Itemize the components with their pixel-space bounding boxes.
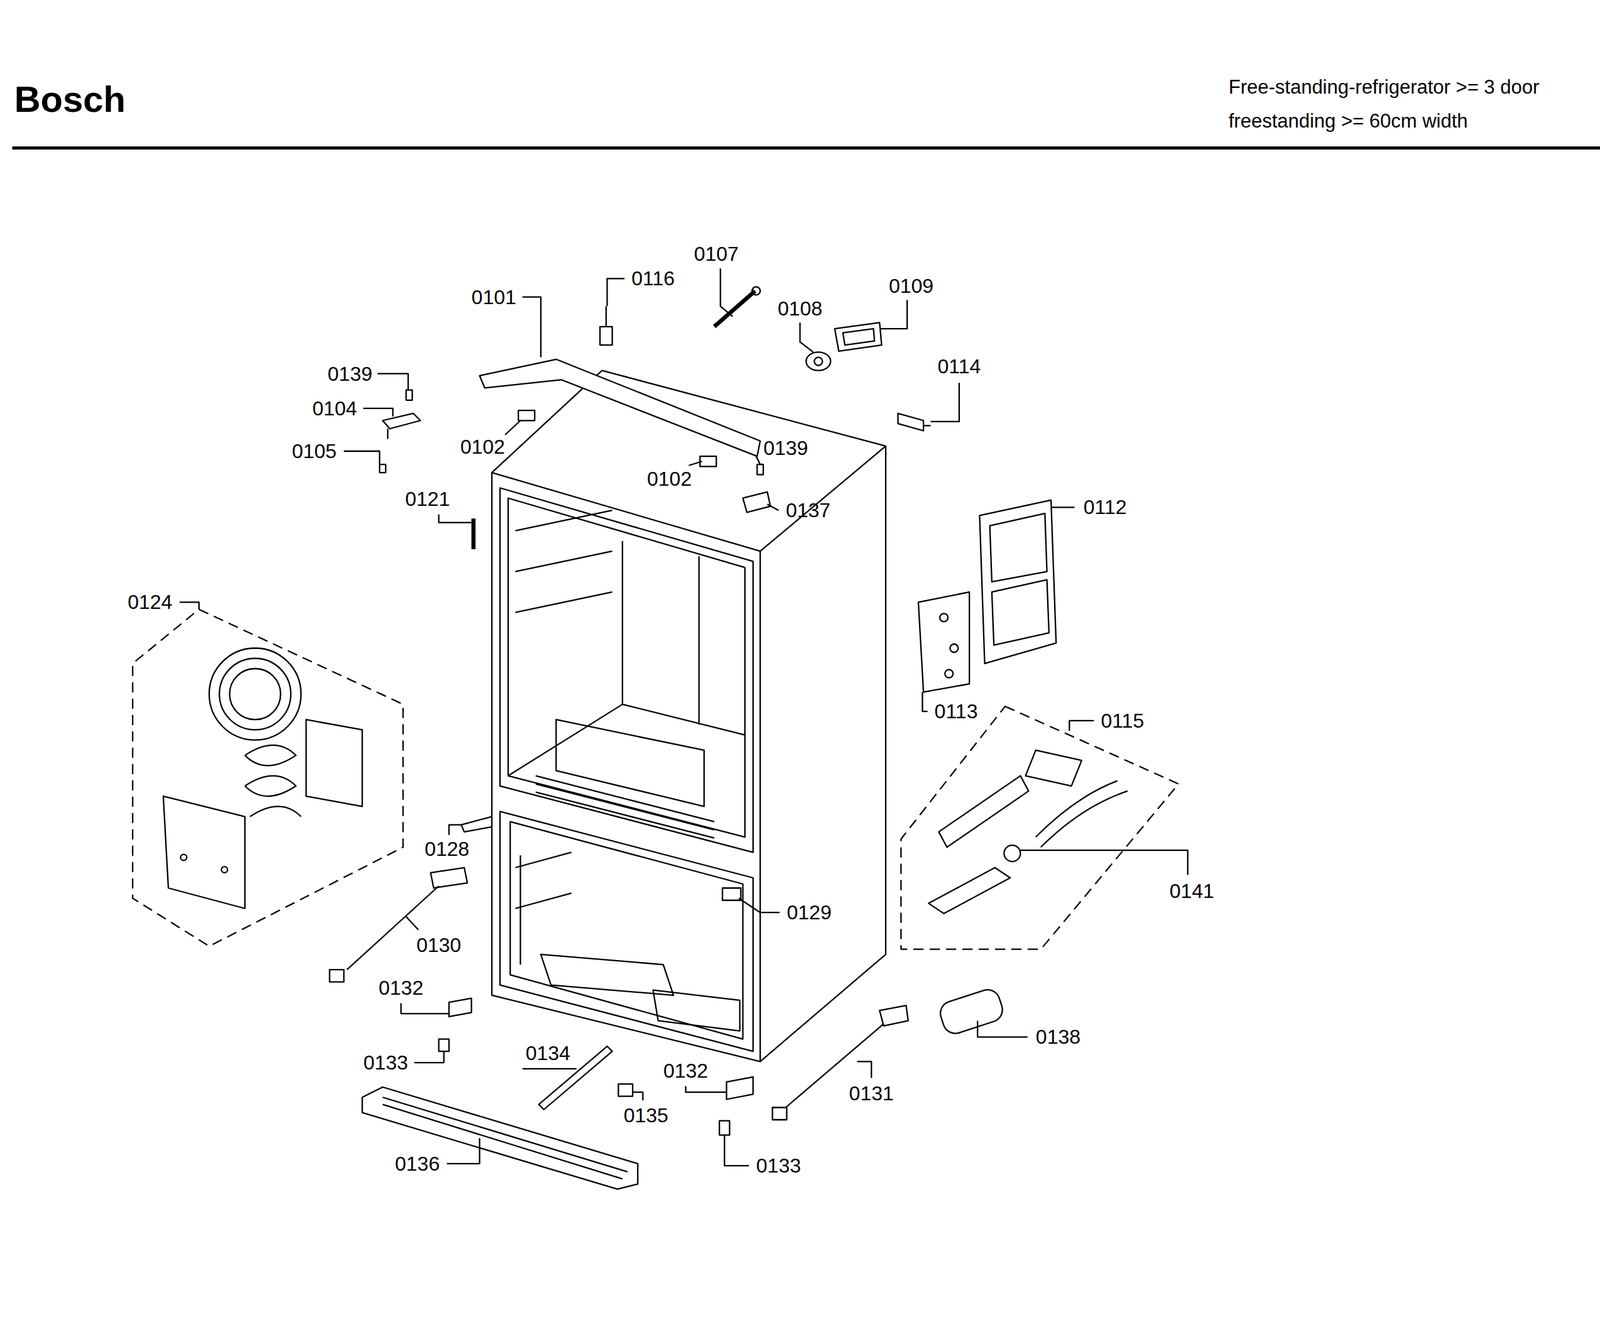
header-note: freestanding >= 60cm width xyxy=(1228,110,1469,131)
callout-number: 0135 xyxy=(623,1104,669,1126)
callout-number: 0132 xyxy=(663,1060,708,1081)
callout-number: 0131 xyxy=(849,1082,894,1104)
callout-number: 0121 xyxy=(405,488,450,509)
callout-number: 0139 xyxy=(327,363,373,384)
callout-number: 0112 xyxy=(1083,496,1127,518)
callout-number: 0114 xyxy=(937,356,981,377)
callout-number: 0124 xyxy=(127,591,173,612)
callout-number: 0129 xyxy=(787,902,832,923)
callout-number: 0133 xyxy=(363,1052,408,1073)
callout-number: 0102 xyxy=(647,468,692,489)
callout-number: 0141 xyxy=(1169,880,1215,901)
callout-number: 0101 xyxy=(471,287,517,308)
header-note: Free-standing-refrigerator >= 3 door xyxy=(1228,77,1540,97)
callout-number: 0113 xyxy=(934,701,979,722)
callout-number: 0107 xyxy=(694,243,739,264)
callout-number: 0128 xyxy=(424,838,470,859)
callout-number: 0136 xyxy=(395,1153,440,1174)
callout-number: 0130 xyxy=(416,934,462,955)
callout-number: 0102 xyxy=(460,436,506,457)
brand-title: Bosch xyxy=(14,81,126,118)
callout-number: 0133 xyxy=(756,1155,801,1176)
callout-number: 0109 xyxy=(888,275,934,296)
callout-number: 0137 xyxy=(785,500,831,521)
callout-number: 0116 xyxy=(631,268,675,289)
callout-number: 0134 xyxy=(525,1042,571,1063)
callout-number: 0104 xyxy=(312,398,357,419)
callout-number: 0108 xyxy=(777,298,823,319)
callout-number: 0115 xyxy=(1100,710,1144,731)
callout-number: 0138 xyxy=(1035,1026,1081,1047)
callout-number: 0132 xyxy=(378,977,424,998)
callout-number: 0139 xyxy=(763,437,808,458)
callout-number: 0105 xyxy=(292,440,337,462)
